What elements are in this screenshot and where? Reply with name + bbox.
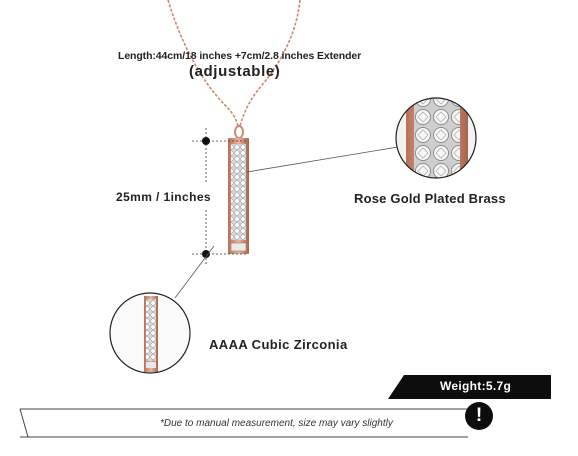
weight-banner xyxy=(388,375,551,399)
measure-dot-top xyxy=(202,137,210,145)
adjustable-label: (adjustable) xyxy=(189,63,281,80)
material-callout-line xyxy=(246,146,399,173)
stone-callout-line xyxy=(174,245,215,299)
length-label: Length:44cm/18 inches +7cm/2.8 inches Ex… xyxy=(118,50,362,62)
exclamation-icon: ! xyxy=(465,402,493,430)
material-label: Rose Gold Plated Brass xyxy=(354,191,506,206)
weight-label: Weight:5.7g xyxy=(440,379,512,393)
pendant-bar xyxy=(228,138,249,254)
stone-label: AAAA Cubic Zirconia xyxy=(209,337,348,352)
disclaimer-text: *Due to manual measurement, size may var… xyxy=(160,418,393,429)
size-label: 25mm / 1inches xyxy=(116,190,211,204)
zoom-stone-detail xyxy=(109,292,191,374)
pendant-bail xyxy=(234,125,244,139)
disclaimer-frame xyxy=(19,408,468,438)
measure-dot-bottom xyxy=(202,250,210,258)
zoom-material-detail xyxy=(395,97,477,179)
necklace-chain xyxy=(167,0,301,127)
